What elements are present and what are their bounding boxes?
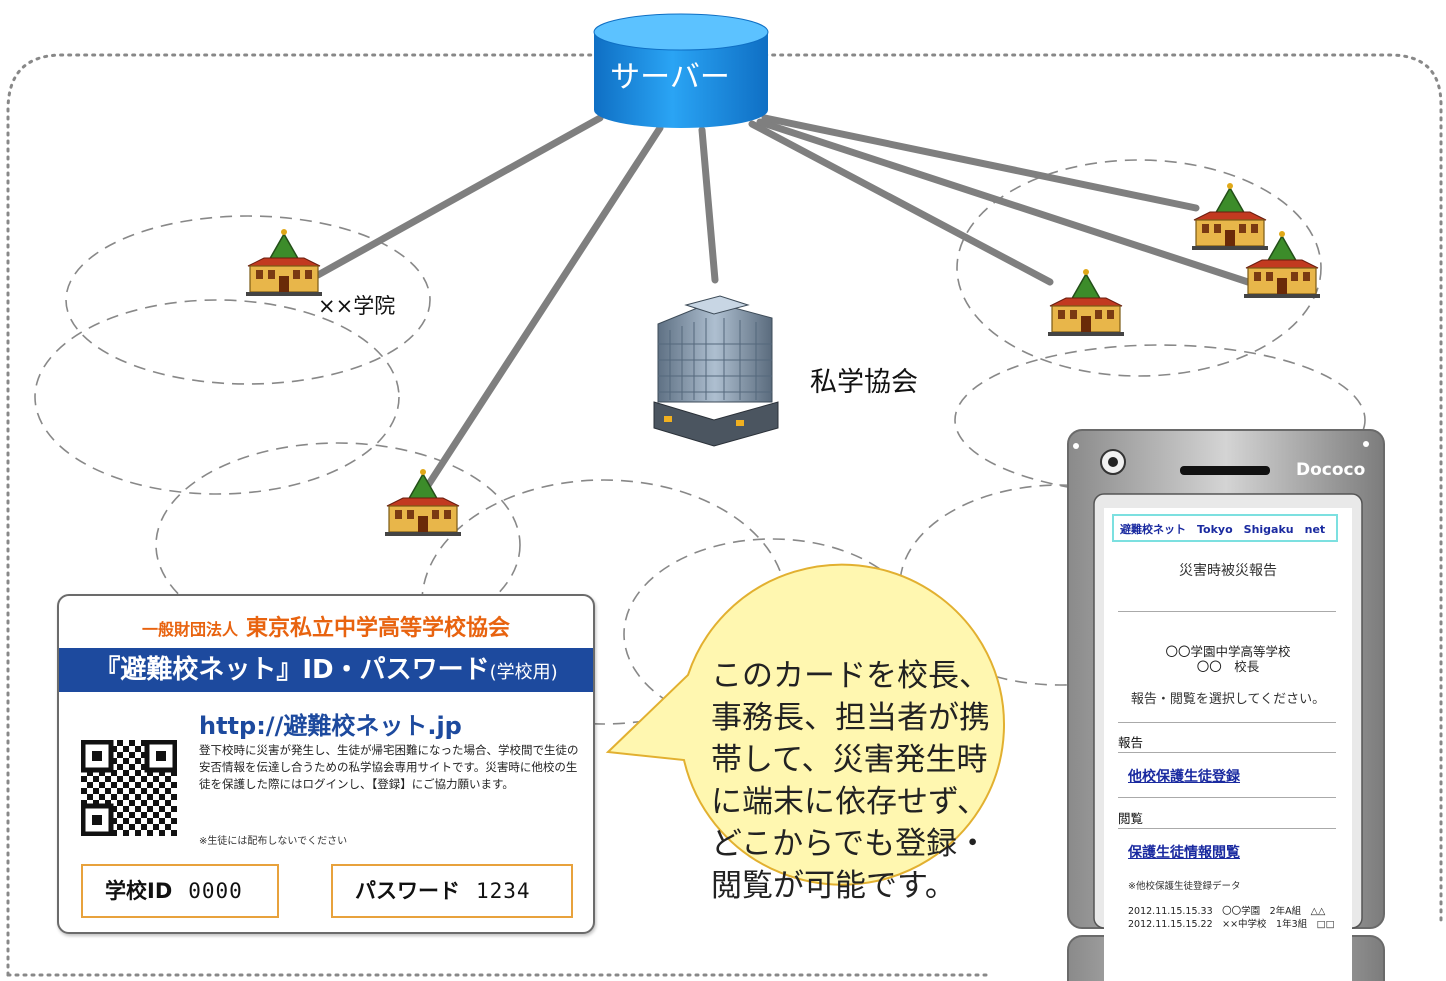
divider [1118, 797, 1336, 798]
screen-title: 災害時被災報告 [1179, 563, 1277, 579]
coverage-area [956, 159, 1322, 377]
school-id-box: 学校ID 0000 [81, 864, 279, 918]
card-url: http://避難校ネット.jp [199, 712, 462, 740]
report-heading: 報告 [1118, 735, 1144, 750]
school-icon [1191, 182, 1269, 251]
screen-principal: 〇〇 校長 [1196, 659, 1260, 674]
data-entry: 2012.11.15.15.33 〇〇学園 2年A組 △△ [1128, 906, 1326, 917]
school-icon [1047, 268, 1125, 337]
password-label: パスワード [355, 879, 460, 903]
screen-school-name: 〇〇学園中学高等学校 [1165, 644, 1291, 659]
card-description: 登下校時に災害が発生し、生徒が帰宅困難になった場合、学校間で生徒の安否情報を伝達… [199, 743, 579, 791]
screen-instruction: 報告・閲覧を選択してください。 [1130, 692, 1326, 707]
divider [1118, 828, 1336, 829]
view-link[interactable]: 保護生徒情報閲覧 [1128, 845, 1240, 861]
card-note: ※生徒には配布しないでください [199, 836, 348, 847]
card-banner-sub: (学校用) [489, 662, 558, 683]
card-org-prefix: 一般財団法人 [141, 620, 238, 639]
office-building-icon [653, 295, 779, 447]
connection-line [421, 124, 664, 494]
divider [1118, 752, 1336, 753]
card-banner: 『避難校ネット』ID・パスワード(学校用) [59, 648, 593, 692]
credential-card: 一般財団法人東京私立中学高等学校協会 『避難校ネット』ID・パスワード(学校用)… [57, 594, 595, 934]
view-heading: 閲覧 [1118, 811, 1144, 826]
data-label: ※他校保護生徒登録データ [1128, 881, 1241, 892]
data-entry: 2012.11.15.15.22 ××中学校 1年3組 □□ [1128, 919, 1335, 930]
divider [1118, 611, 1336, 612]
phone-screen: 避難校ネット Tokyo Shigaku net 災害時被災報告 〇〇学園中学高… [1104, 508, 1352, 981]
callout-text: このカードを校長、事務長、担当者が携帯して、災害発生時に端末に依存せず、どこから… [711, 658, 990, 904]
callout-bubble [605, 563, 1005, 886]
connections [314, 114, 1252, 494]
screen-header: 避難校ネット Tokyo Shigaku net [1112, 514, 1338, 542]
server-label: サーバー [610, 60, 730, 95]
connection-line [748, 120, 1054, 286]
card-banner-title: 『避難校ネット』ID・パスワード [94, 655, 490, 685]
card-org-name: 東京私立中学高等学校協会 [246, 616, 511, 641]
coverage-area [65, 215, 431, 385]
qr-code-icon [81, 740, 177, 836]
connection-line [756, 118, 1252, 286]
phone-brand: Dococo [1296, 460, 1366, 480]
divider [1118, 722, 1336, 723]
coverage-area [34, 299, 400, 495]
school-id-label: 学校ID [105, 879, 173, 903]
school-label: ××学院 [318, 294, 396, 318]
screen-school: 〇〇学園中学高等学校 〇〇 校長 [1104, 644, 1352, 674]
report-link[interactable]: 他校保護生徒登録 [1128, 769, 1240, 785]
school-icon [245, 228, 323, 297]
school-icon [384, 468, 462, 537]
card-organization: 一般財団法人東京私立中学高等学校協会 [59, 610, 593, 642]
server-icon [593, 13, 769, 128]
connection-line [761, 114, 1200, 212]
password-box: パスワード 1234 [331, 864, 573, 918]
association-label: 私学協会 [810, 367, 918, 398]
password-value: 1234 [476, 879, 531, 903]
connection-line [698, 126, 719, 284]
connection-line [314, 114, 604, 279]
school-id-value: 0000 [188, 879, 243, 903]
